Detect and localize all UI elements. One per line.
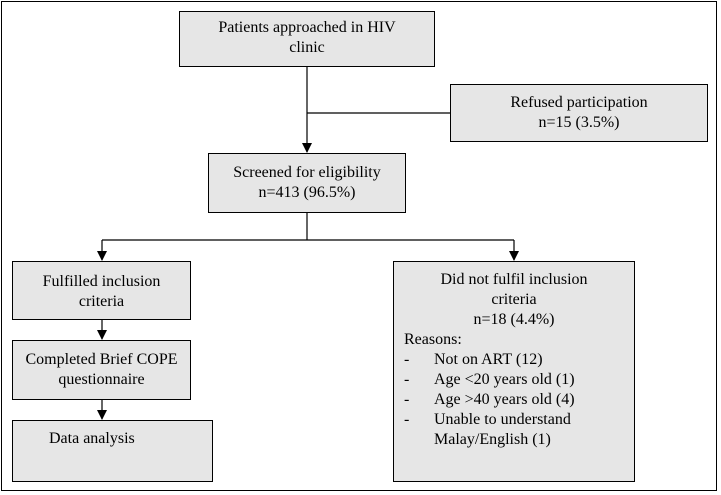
reason-dash: - (404, 391, 410, 408)
reason-item: - Unable to understand Malay/English (1) (394, 410, 634, 450)
box-line: n=413 (96.5%) (258, 184, 356, 201)
box-data-analysis: Data analysis (12, 420, 213, 482)
reason-item: - Not on ART (12) (394, 350, 634, 370)
box-line: n=15 (3.5%) (538, 114, 620, 131)
box-line: n=18 (4.4%) (473, 311, 555, 328)
reason-text: Malay/English (1) (434, 431, 551, 448)
box-line: Patients approached in HIV (218, 19, 396, 36)
reason-dash: - (404, 351, 410, 368)
box-patients-approached: Patients approached in HIV clinic (179, 11, 435, 67)
box-line: Screened for eligibility (233, 164, 381, 181)
box-line: criteria (491, 291, 537, 308)
reason-item: - Age >40 years old (4) (394, 390, 634, 410)
box-line: Did not fulfil inclusion (440, 271, 588, 288)
reason-text: Unable to understand (434, 411, 571, 428)
box-screened-eligibility: Screened for eligibility n=413 (96.5%) (208, 153, 406, 213)
reason-dash: - (404, 411, 410, 428)
reason-item: - Age <20 years old (1) (394, 370, 634, 390)
box-completed-brief-cope: Completed Brief COPE questionnaire (12, 340, 191, 400)
box-fulfilled-inclusion: Fulfilled inclusion criteria (12, 261, 191, 320)
box-line: clinic (289, 39, 325, 56)
reason-text: Age >40 years old (4) (434, 391, 575, 408)
box-did-not-fulfil: Did not fulfil inclusion criteria n=18 (… (393, 261, 635, 482)
reason-text: Not on ART (12) (434, 351, 543, 368)
box-line: Data analysis (49, 430, 135, 447)
reason-text: Age <20 years old (1) (434, 371, 575, 388)
reasons-title: Reasons: (404, 331, 462, 348)
box-line: Completed Brief COPE (25, 351, 178, 368)
reason-dash: - (404, 371, 410, 388)
box-line: questionnaire (58, 371, 145, 388)
box-refused-participation: Refused participation n=15 (3.5%) (450, 84, 708, 142)
box-line: criteria (78, 293, 125, 310)
box-line: Fulfilled inclusion (42, 273, 161, 290)
box-line: Refused participation (510, 94, 648, 111)
